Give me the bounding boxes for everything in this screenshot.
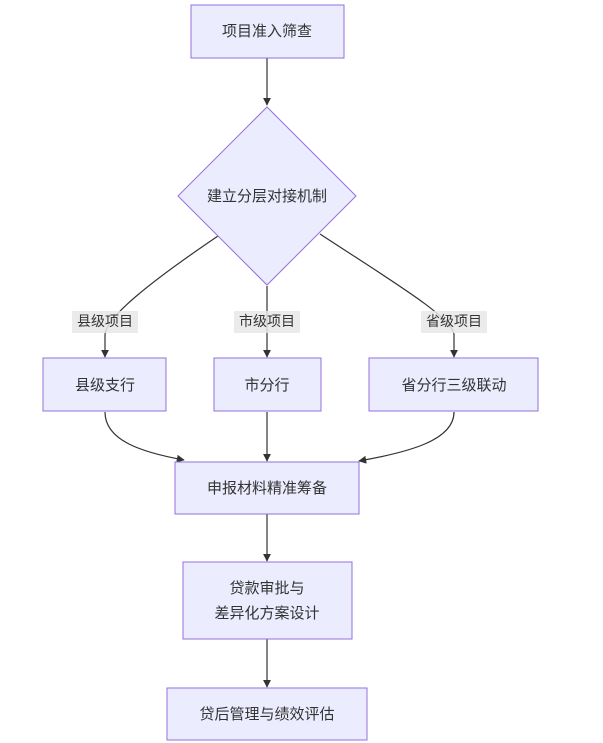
edge-mechanism-to-province [319, 233, 458, 358]
node-province-branch: 省分行三级联动 [368, 357, 539, 412]
edge-label-city: 市级项目 [239, 313, 295, 330]
node-province-branch-label: 省分行三级联动 [401, 376, 506, 394]
node-approval-label-line1: 贷款审批与 [229, 579, 304, 597]
node-post-loan-label: 贷后管理与绩效评估 [199, 705, 334, 723]
node-approval-label-line2: 差异化方案设计 [214, 604, 319, 622]
node-mechanism-label: 建立分层对接机制 [207, 187, 327, 205]
node-materials: 申报材料精准筹备 [174, 461, 360, 515]
node-screening: 项目准入筛查 [190, 4, 345, 59]
node-materials-label: 申报材料精准筹备 [207, 479, 327, 497]
edge-label-county: 县级项目 [77, 314, 133, 330]
node-screening-label: 项目准入筛查 [222, 22, 312, 40]
edge-mechanism-to-county [101, 235, 219, 358]
edge-label-province: 省级项目 [426, 314, 482, 330]
edge-county-to-materials [104, 411, 185, 463]
edge-province-to-materials [358, 411, 455, 464]
node-approval: 贷款审批与 差异化方案设计 [182, 561, 353, 640]
node-post-loan: 贷后管理与绩效评估 [166, 687, 368, 741]
node-county-branch: 县级支行 [42, 357, 167, 412]
node-city-branch: 市分行 [213, 357, 322, 412]
node-city-branch-label: 市分行 [244, 376, 289, 394]
edge-labels: 县级项目 市级项目 省级项目 [72, 311, 487, 333]
node-county-branch-label: 县级支行 [75, 376, 135, 394]
node-mechanism: 建立分层对接机制 [177, 106, 357, 286]
